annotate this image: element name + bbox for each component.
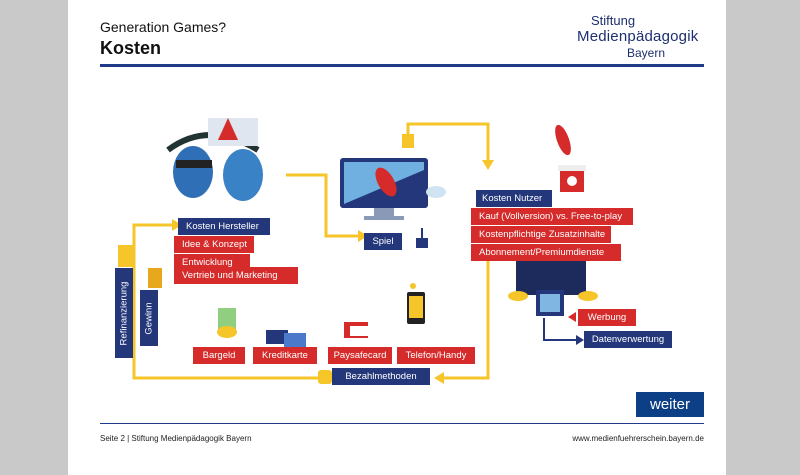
coins-illustration — [118, 245, 162, 288]
hand-mouse-icon — [318, 370, 332, 384]
rocket-illustration — [555, 124, 586, 192]
logo-line-1: Stiftung — [591, 13, 636, 28]
payment-option-bargeld: Bargeld — [193, 347, 245, 364]
bezahlmethoden-label: Bezahlmethoden — [332, 368, 430, 385]
gewinn-text: Gewinn — [143, 301, 155, 335]
arrow-heads — [172, 160, 494, 384]
weiter-button[interactable]: weiter — [636, 392, 704, 417]
gewinn-label: Gewinn — [140, 290, 158, 346]
slide: Generation Games? Kosten Stiftung Medien… — [68, 0, 726, 475]
arrow-to-bezahlmethoden — [444, 250, 490, 380]
header-rule — [100, 64, 704, 67]
kosten-hersteller-title: Kosten Hersteller — [178, 218, 270, 235]
credit-card-illustration — [266, 330, 306, 347]
logo: Stiftung Medienpädagogik Bayern — [577, 13, 707, 60]
hersteller-item: Vertrieb und Marketing — [174, 267, 298, 284]
payment-option-kreditkarte: Kreditkarte — [253, 347, 317, 364]
logo-line-3: Bayern — [627, 46, 666, 60]
datenverwertung-label: Datenverwertung — [584, 331, 672, 348]
spiel-label: Spiel — [364, 233, 402, 250]
hersteller-item: Idee & Konzept — [174, 236, 254, 253]
arrow-to-spiel — [286, 173, 358, 238]
refinanzierung-text: Refinanzierung — [118, 281, 130, 345]
refinanzierung-label: Refinanzierung — [115, 268, 133, 358]
arrow-to-nutzer — [406, 122, 490, 160]
joystick-icon — [416, 228, 428, 248]
payment-option-paysafecard: Paysafecard — [328, 347, 392, 364]
werbung-label: Werbung — [578, 309, 636, 326]
nutzer-item: Kostenpflichtige Zusatzinhalte — [471, 226, 611, 243]
page-title: Kosten — [100, 38, 162, 58]
nutzer-item: Abonnement/Premiumdienste — [471, 244, 621, 261]
phone-illustration — [407, 283, 425, 324]
player-illustration — [508, 255, 598, 316]
footer-left: Seite 2 | Stiftung Medienpädagogik Bayer… — [100, 434, 252, 443]
payment-option-telefon-handy: Telefon/Handy — [397, 347, 475, 364]
kosten-nutzer-title: Kosten Nutzer — [476, 190, 552, 207]
footer-rule — [100, 423, 704, 424]
logo-line-2: Medienpädagogik — [577, 28, 699, 45]
supertitle: Generation Games? — [100, 19, 227, 35]
paysafecard-illustration — [344, 322, 368, 338]
monitor-illustration — [340, 134, 446, 220]
developer-heads-illustration — [166, 118, 263, 201]
cash-illustration — [217, 308, 237, 338]
nutzer-item: Kauf (Vollversion) vs. Free-to-play — [471, 208, 633, 225]
footer-url[interactable]: www.medienfuehrerschein.bayern.de — [572, 434, 704, 443]
arrow-to-hersteller — [132, 223, 324, 380]
hersteller-item: Entwicklung — [174, 254, 250, 271]
diagram-artwork — [118, 118, 598, 384]
